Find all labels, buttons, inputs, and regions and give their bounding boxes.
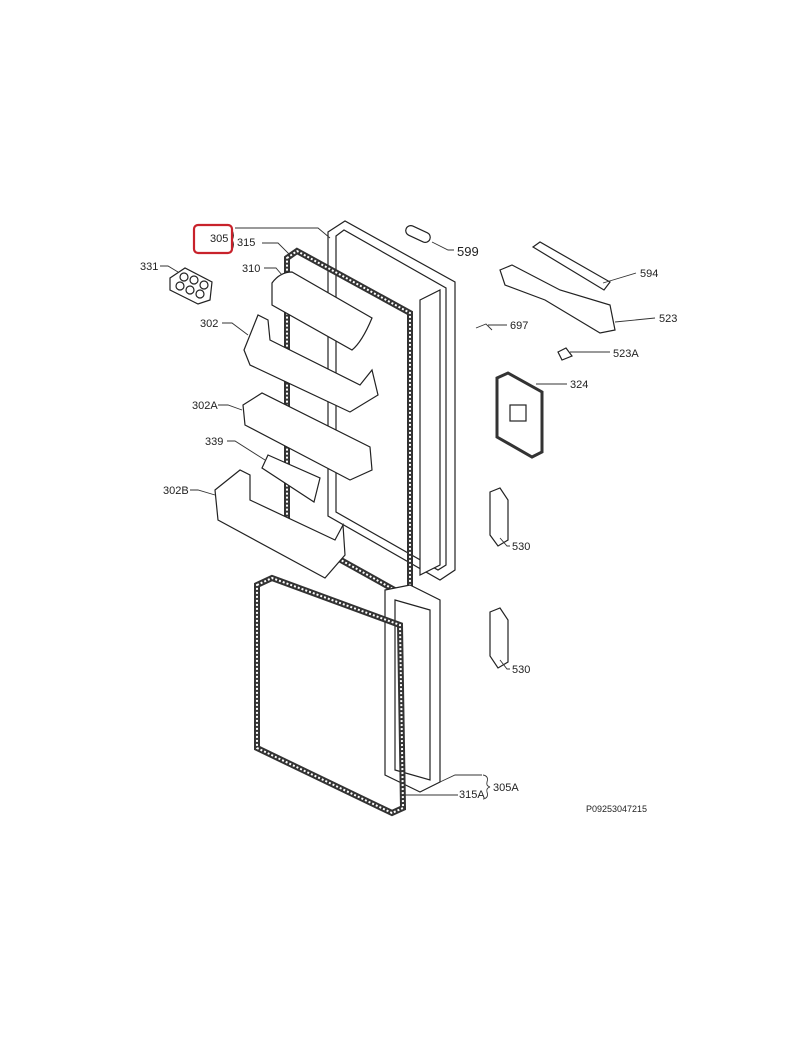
label-302[interactable]: 302 — [200, 318, 218, 330]
gasket-frame-324[interactable] — [495, 371, 544, 459]
label-339[interactable]: 339 — [205, 436, 223, 448]
pin-599[interactable] — [404, 224, 432, 244]
label-523a[interactable]: 523A — [613, 348, 639, 360]
door-bin-302[interactable] — [243, 314, 379, 413]
label-331[interactable]: 331 — [140, 261, 158, 273]
bottle-guard-339[interactable] — [261, 454, 321, 503]
label-302a[interactable]: 302A — [192, 400, 218, 412]
clip-523a[interactable] — [557, 347, 573, 361]
highlight-box — [192, 223, 234, 255]
label-594[interactable]: 594 — [640, 268, 658, 280]
screw-697[interactable] — [475, 323, 493, 331]
label-523[interactable]: 523 — [659, 313, 677, 325]
handle-cover-594[interactable] — [531, 241, 611, 291]
label-530-lower[interactable]: 530 — [512, 664, 530, 676]
label-324[interactable]: 324 — [570, 379, 588, 391]
label-697[interactable]: 697 — [510, 320, 528, 332]
handle-530-upper[interactable] — [489, 487, 509, 547]
label-599[interactable]: 599 — [457, 244, 479, 259]
label-530-upper[interactable]: 530 — [512, 541, 530, 553]
lower-door-gasket-315a[interactable] — [254, 574, 407, 817]
label-310[interactable]: 310 — [242, 263, 260, 275]
label-315[interactable]: 315 — [237, 237, 255, 249]
label-305[interactable]: 305 — [210, 233, 228, 245]
hinge-cover-523[interactable] — [499, 264, 616, 334]
handle-530-lower[interactable] — [489, 607, 509, 669]
door-bin-302a[interactable] — [242, 392, 373, 481]
label-305a[interactable]: 305A — [493, 782, 519, 794]
label-302b[interactable]: 302B — [163, 485, 189, 497]
lower-door-305a[interactable] — [384, 584, 441, 793]
shelf-310[interactable] — [271, 271, 373, 351]
leader-lines — [160, 227, 656, 800]
egg-tray-331[interactable] — [169, 267, 213, 305]
label-315a[interactable]: 315A — [459, 789, 485, 801]
door-bin-302b[interactable] — [214, 469, 346, 579]
drawing-number: P09253047215 — [586, 804, 647, 814]
